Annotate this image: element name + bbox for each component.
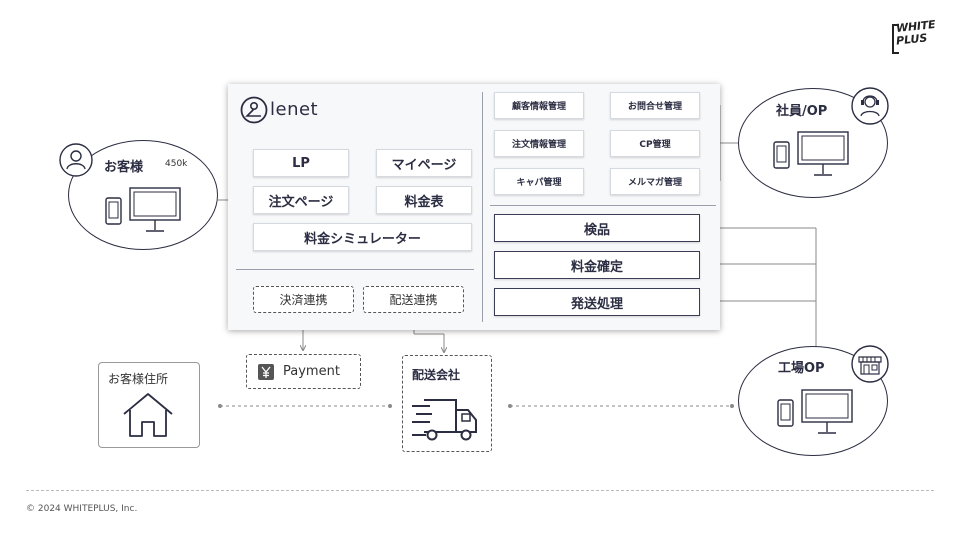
payment-label: Payment [283,364,340,379]
order-info-mgmt[interactable]: 注文情報管理 [494,130,584,157]
front-divider [236,269,474,270]
customer-address-node [98,362,200,448]
customer-info-mgmt[interactable]: 顧客情報管理 [494,92,584,119]
capacity-mgmt[interactable]: キャパ管理 [494,168,584,195]
lp-page[interactable]: LP [253,149,349,177]
payment-node[interactable]: Payment [246,354,361,389]
store-icon [851,345,889,383]
staff-label: 社員/OP [776,104,828,119]
customer-address-label: お客様住所 [108,372,169,386]
house-icon [123,393,173,437]
whiteplus-logo: WHITE PLUS [890,18,942,58]
operator-headset-icon [851,87,889,125]
devices-icon [105,187,181,232]
footer-divider [26,490,934,491]
delivery-label: 配送会社 [412,368,461,382]
price-simulator[interactable]: 料金シミュレーター [253,223,472,251]
price-confirmation[interactable]: 料金確定 [494,251,700,279]
customer-node [68,140,218,250]
yen-icon [258,363,274,380]
factory-label: 工場OP [778,361,825,376]
factory-devices-icon [777,389,853,434]
copyright: © 2024 WHITEPLUS, Inc. [26,504,138,514]
cp-mgmt[interactable]: CP管理 [610,130,700,157]
shipping-integration[interactable]: 配送連携 [363,286,464,313]
admin-divider [490,205,716,206]
customer-count: 450k [165,159,188,169]
lenet-logo-icon [240,96,268,124]
system-name: lenet [270,99,319,120]
price-table[interactable]: 料金表 [376,186,472,214]
user-icon [59,143,93,177]
customer-label: お客様 [104,160,144,175]
panel-divider [482,92,483,322]
staff-devices-icon [773,131,849,176]
mypage[interactable]: マイページ [376,149,472,177]
delivery-truck-icon [412,399,477,441]
shipping-process[interactable]: 発送処理 [494,288,700,316]
inquiry-mgmt[interactable]: お問合せ管理 [610,92,700,119]
lenet-system-panel: lenet LP マイページ 注文ページ 料金表 料金シミュレーター 決済連携 … [228,84,720,330]
mailmag-mgmt[interactable]: メルマガ管理 [610,168,700,195]
payment-integration[interactable]: 決済連携 [253,286,354,313]
inspection[interactable]: 検品 [494,214,700,242]
order-page[interactable]: 注文ページ [253,186,349,214]
